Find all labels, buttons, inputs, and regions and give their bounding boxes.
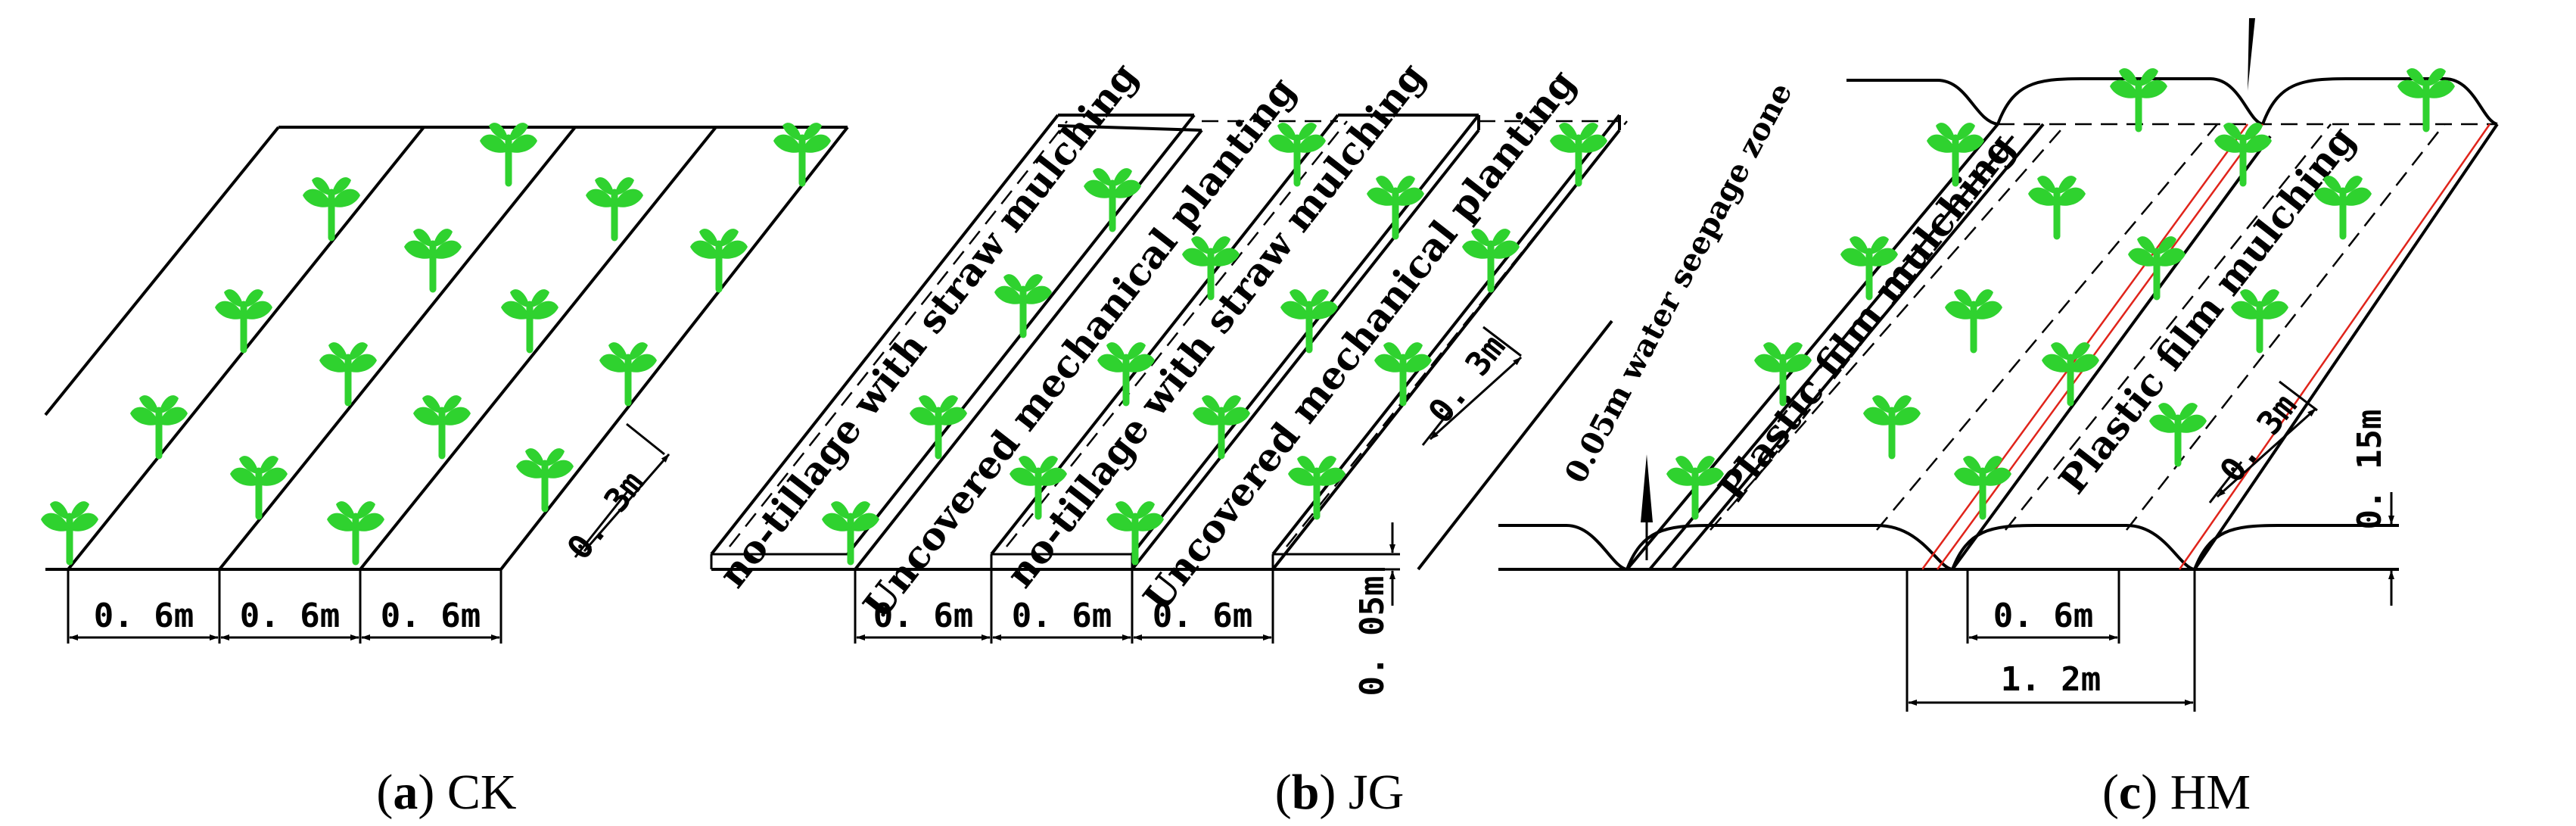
dim-label: 0. 3m	[1421, 328, 1514, 431]
seedling-icon	[1945, 289, 2002, 350]
dim-label: 0. 15m	[2350, 410, 2389, 530]
seedling-icon	[413, 395, 471, 456]
dim-label: 0. 6m	[94, 597, 194, 635]
arrow-icon	[2248, 18, 2255, 91]
seedling-icon	[130, 395, 188, 456]
seedling-icon	[1462, 229, 1520, 289]
panel-jg: no-tillage with straw mulching Uncovered…	[710, 55, 1628, 697]
dim-label: 0. 6m	[1993, 597, 2093, 635]
seedling-icon	[910, 395, 967, 456]
dim-label: 0. 6m	[1012, 597, 1112, 635]
seedling-icon	[1374, 342, 1432, 403]
panel-hm: 0.05m water seepage zone Plastic film mu…	[1498, 18, 2499, 712]
dim-label: 0. 6m	[381, 597, 481, 635]
ck-field-lines	[44, 126, 849, 571]
dim-label: 1. 2m	[2001, 660, 2101, 699]
seedling-icon	[1367, 176, 1424, 236]
seedling-icon	[516, 448, 574, 509]
seedling-icon	[230, 456, 288, 516]
dim-label: 0. 6m	[873, 597, 973, 635]
seedling-icon	[1106, 501, 1164, 562]
seedling-icon	[822, 501, 879, 562]
seedling-icon	[2028, 176, 2086, 236]
seedling-icon	[2128, 236, 2186, 297]
seedling-icon	[773, 123, 831, 183]
seedling-icon	[2149, 403, 2207, 463]
seedling-icon	[599, 342, 657, 403]
seedling-icon	[1550, 123, 1607, 183]
seedling-icon	[41, 501, 98, 562]
seedling-icon	[480, 123, 537, 183]
caption-c: (c) HM	[2102, 765, 2251, 820]
seedling-icon	[690, 229, 748, 289]
hm-dimensions: 0. 6m 1. 2m 0. 3m 0. 15m	[1906, 380, 2399, 712]
dim-label: 0. 3m	[560, 464, 652, 567]
dim-label: 0. 6m	[240, 597, 340, 635]
caption-a: (a) CK	[376, 765, 516, 820]
seedling-icon	[319, 342, 377, 403]
seedling-icon	[327, 501, 384, 562]
seedling-icon	[215, 289, 272, 350]
ck-plants	[41, 123, 831, 562]
arrow-icon	[1641, 454, 1653, 522]
captions: (a) CK (b) JG (c) HM	[376, 765, 2251, 820]
seedling-icon	[1954, 456, 2011, 516]
film-label: Plastic film mulching	[2050, 117, 2364, 502]
seedling-icon	[1863, 395, 1921, 456]
dim-label: 0. 05m	[1353, 576, 1392, 697]
dim-label: 0. 6m	[1153, 597, 1252, 635]
caption-b: (b) JG	[1275, 765, 1405, 820]
seedling-icon	[1193, 395, 1250, 456]
seedling-icon	[303, 177, 360, 238]
seedling-icon	[501, 289, 558, 350]
